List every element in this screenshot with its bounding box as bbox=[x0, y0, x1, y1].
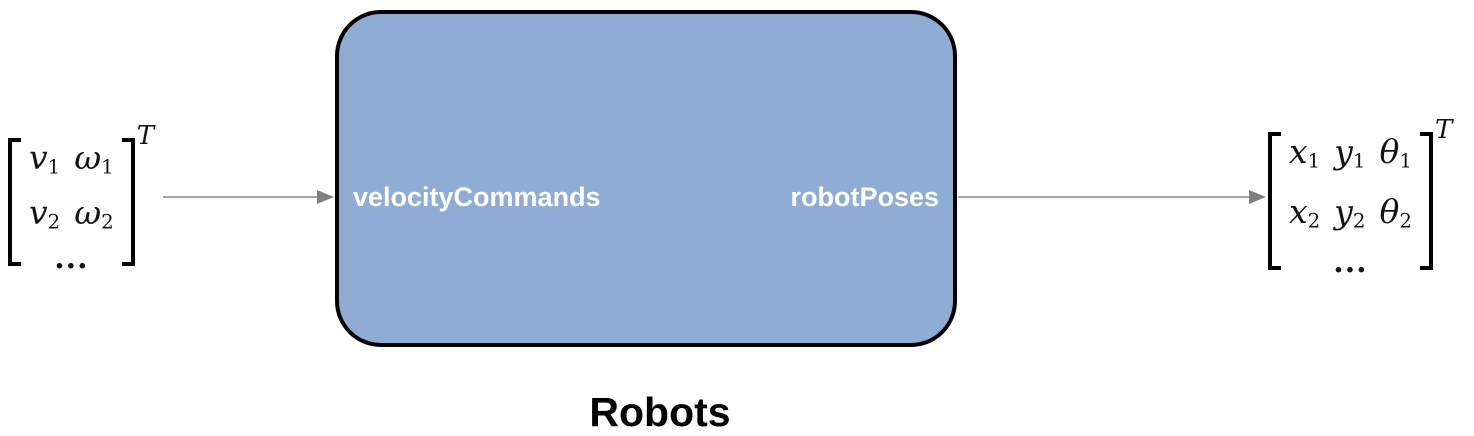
output-arrowhead-icon bbox=[1249, 190, 1266, 204]
matrix-cell: ω2 bbox=[74, 193, 114, 234]
matrix-rows: x1 y1 θ1 x2 y2 θ2 ... bbox=[1281, 132, 1420, 280]
matrix-bracket-left bbox=[1268, 132, 1281, 270]
robots-block: velocityCommands robotPoses bbox=[335, 10, 957, 347]
input-matrix: v1 ω1 v2 ω2 ... T bbox=[8, 123, 154, 276]
matrix-transpose-superscript: T bbox=[136, 121, 155, 151]
matrix-cell: v2 bbox=[29, 193, 61, 234]
matrix-cell: ω1 bbox=[74, 138, 114, 179]
matrix-cell: θ2 bbox=[1379, 192, 1412, 233]
matrix-ellipsis: ... bbox=[1333, 244, 1368, 280]
matrix-cell: v1 bbox=[29, 138, 61, 179]
output-matrix: x1 y1 θ1 x2 y2 θ2 ... T bbox=[1268, 117, 1452, 280]
input-arrow-line bbox=[163, 196, 318, 198]
matrix-cell: y2 bbox=[1334, 192, 1366, 233]
matrix-row: v2 ω2 bbox=[29, 193, 114, 234]
input-arrowhead-icon bbox=[317, 190, 334, 204]
matrix-bracket-right bbox=[121, 138, 135, 266]
input-port-label: velocityCommands bbox=[353, 182, 601, 212]
matrix-rows: v1 ω1 v2 ω2 ... bbox=[21, 138, 122, 276]
output-arrow-line bbox=[958, 196, 1249, 198]
matrix-row: x2 y2 θ2 bbox=[1289, 192, 1412, 233]
matrix-bracket-right bbox=[1419, 132, 1433, 270]
matrix-bracket-left bbox=[8, 138, 21, 266]
matrix-transpose-superscript: T bbox=[1434, 115, 1453, 145]
matrix-cell: θ1 bbox=[1379, 132, 1412, 173]
matrix-ellipsis: ... bbox=[54, 240, 89, 276]
matrix-cell: x1 bbox=[1289, 132, 1321, 173]
output-port-label: robotPoses bbox=[790, 182, 939, 212]
matrix-row: v1 ω1 bbox=[29, 138, 114, 179]
matrix-row: x1 y1 θ1 bbox=[1289, 132, 1412, 173]
block-caption: Robots bbox=[589, 389, 731, 435]
matrix-cell: y1 bbox=[1334, 132, 1366, 173]
matrix-cell: x2 bbox=[1289, 192, 1321, 233]
